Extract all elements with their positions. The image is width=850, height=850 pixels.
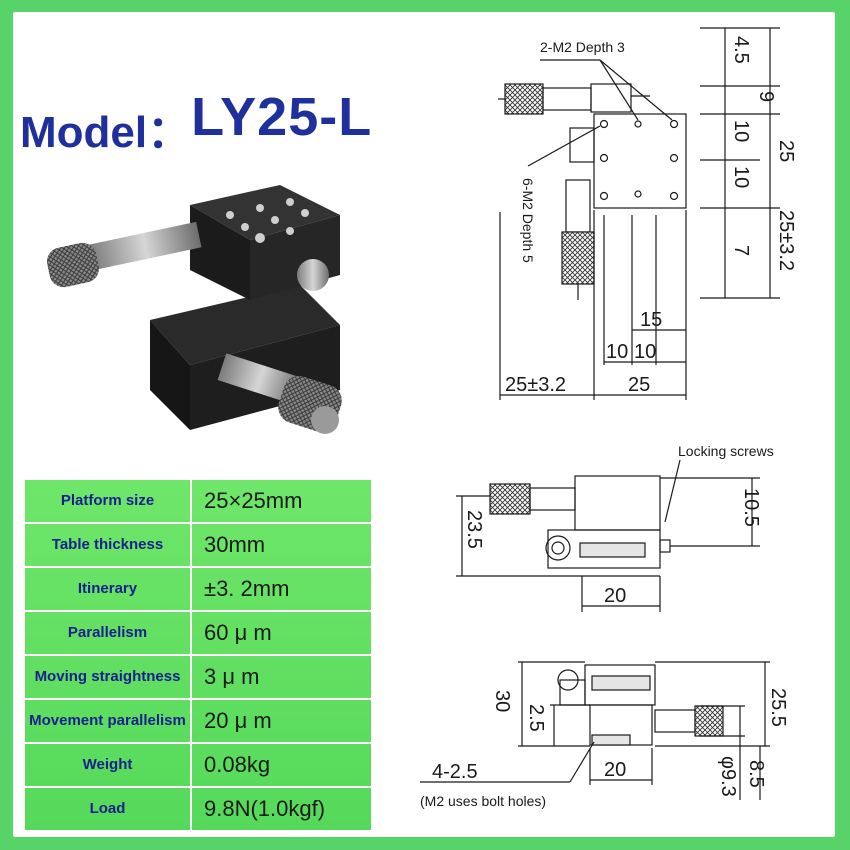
- note-holes-side: 6-M2 Depth 5: [520, 178, 536, 263]
- spec-key: Itinerary: [23, 566, 192, 612]
- dim-top-7: 7: [730, 245, 752, 256]
- spec-key: Moving straightness: [23, 654, 192, 700]
- dim-top-10a: 10: [730, 120, 752, 142]
- dim-bottom-25-3-2: 25±3.2: [505, 374, 566, 396]
- spec-value: 30mm: [190, 522, 373, 568]
- dim-top-25: 25: [775, 140, 797, 162]
- spec-value: 60 μ m: [190, 610, 373, 656]
- spec-key: Movement parallelism: [23, 698, 192, 744]
- top-view-drawing: [498, 27, 780, 400]
- spec-value: 20 μ m: [190, 698, 373, 744]
- note-side-holes: 4-2.5: [432, 761, 478, 783]
- dim-top-25-3-2: 25±3.2: [775, 210, 797, 271]
- note-locking-screws: Locking screws: [678, 443, 774, 459]
- dim-side-dia-9-3: φ9.3: [717, 756, 739, 797]
- note-bolt-holes: (M2 uses bolt holes): [420, 793, 546, 809]
- page-title: Model：LY25-L: [20, 84, 440, 164]
- model-number: LY25-L: [191, 87, 373, 147]
- spec-key: Weight: [23, 742, 192, 788]
- dim-bottom-10b: 10: [634, 341, 656, 363]
- spec-key: Load: [23, 786, 192, 832]
- dim-bottom-10a: 10: [606, 341, 628, 363]
- dim-front-10-5: 10.5: [740, 488, 762, 527]
- product-photo: [46, 185, 342, 434]
- spec-value: 25×25mm: [190, 478, 373, 524]
- title-separator: ：: [147, 108, 192, 157]
- spec-key: Platform size: [23, 478, 192, 524]
- spec-value: 9.8N(1.0kgf): [190, 786, 373, 832]
- dim-side-25-5: 25.5: [767, 688, 789, 727]
- dim-bottom-25: 25: [628, 374, 650, 396]
- dim-front-20: 20: [604, 585, 626, 607]
- side-view-drawing: [420, 661, 770, 800]
- note-holes-top: 2-M2 Depth 3: [540, 39, 625, 55]
- dim-top-10b: 10: [730, 166, 752, 188]
- dim-side-2-5: 2.5: [525, 704, 547, 732]
- dim-side-8-5: 8.5: [745, 760, 767, 788]
- dim-front-23-5: 23.5: [463, 510, 485, 549]
- front-view-drawing: [456, 459, 760, 612]
- spec-row: Itinerary±3. 2mm: [23, 566, 373, 612]
- dim-side-30: 30: [491, 690, 513, 712]
- dim-top-9: 9: [755, 91, 777, 102]
- dim-top-4-5: 4.5: [730, 36, 752, 64]
- spec-key: Table thickness: [23, 522, 192, 568]
- dim-side-20: 20: [604, 759, 626, 781]
- spec-value: 0.08kg: [190, 742, 373, 788]
- spec-value: 3 μ m: [190, 654, 373, 700]
- dim-bottom-15: 15: [640, 309, 662, 331]
- title-label: Model: [20, 108, 148, 157]
- spec-key: Parallelism: [23, 610, 192, 656]
- spec-value: ±3. 2mm: [190, 566, 373, 612]
